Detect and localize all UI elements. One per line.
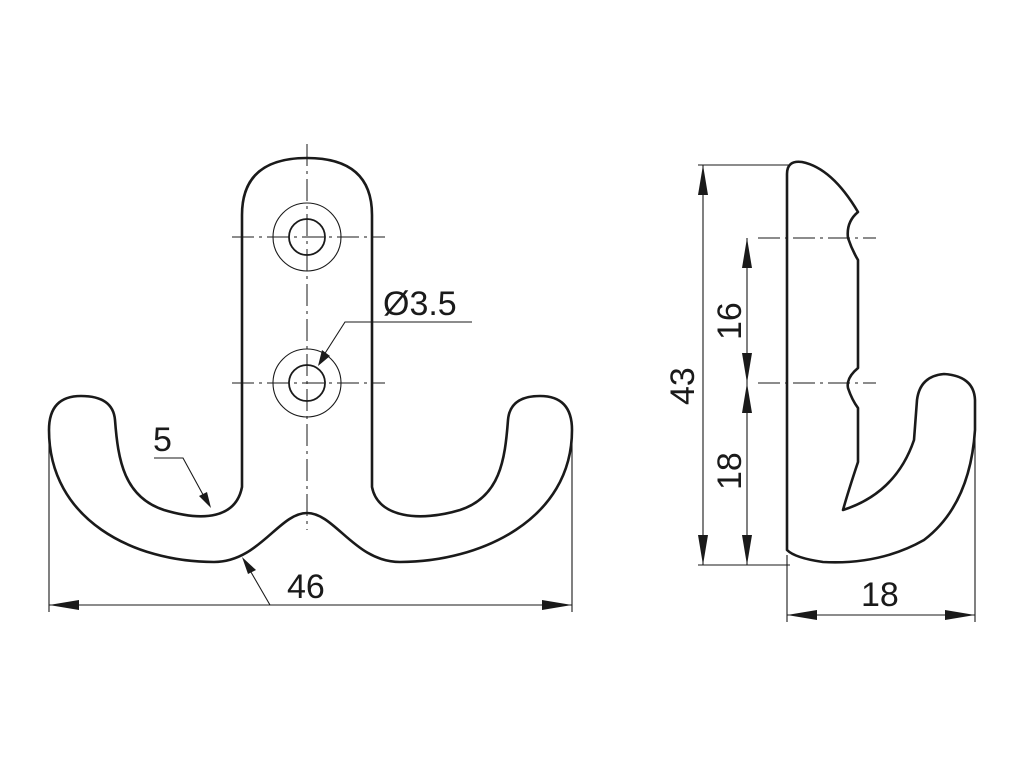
hole-spacing-label: 16 (711, 302, 749, 340)
overall-height-label: 43 (664, 367, 702, 405)
height-dimension: 43 (664, 164, 790, 566)
hook-side-outline (785, 160, 977, 564)
double-hook-outline (47, 156, 574, 564)
lower-height-label: 18 (711, 452, 749, 490)
radius-callout: 5 (153, 421, 211, 508)
depth-label: 18 (861, 576, 899, 614)
radius-label: 5 (153, 421, 172, 459)
diameter-callout: Ø3.5 (318, 285, 472, 366)
hole-spacing-dimension: 16 (711, 238, 752, 383)
depth-dimension: 18 (786, 420, 976, 622)
front-view: Ø3.5 5 46 (47, 144, 574, 612)
diameter-label: Ø3.5 (383, 285, 457, 323)
overall-width-label: 46 (287, 568, 325, 606)
side-view: 43 16 18 18 (664, 160, 977, 622)
width-dimension: 46 (48, 430, 573, 612)
lower-height-dimension: 18 (711, 383, 752, 565)
